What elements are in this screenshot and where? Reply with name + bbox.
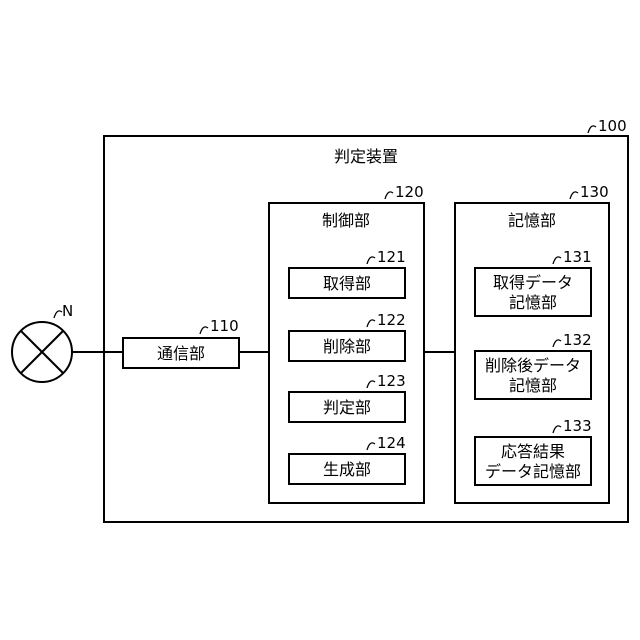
communication-ref: 110 <box>210 317 239 335</box>
control-unit-label: 判定部 <box>323 398 371 417</box>
storage-unit-ref: 132 <box>563 331 592 349</box>
control-unit-label: 削除部 <box>323 337 371 356</box>
control-title: 制御部 <box>322 211 370 230</box>
storage-unit-line2: 記憶部 <box>509 376 557 395</box>
control-ref: 120 <box>395 183 424 201</box>
communication-label: 通信部 <box>157 344 205 363</box>
device-title: 判定装置 <box>334 147 398 166</box>
control-unit-label: 取得部 <box>323 274 371 293</box>
storage-unit-line1: 応答結果 <box>501 442 565 461</box>
device-ref: 100 <box>598 117 627 135</box>
storage-unit-line2: データ記憶部 <box>485 462 581 481</box>
control-unit-ref: 124 <box>377 434 406 452</box>
storage-ref: 130 <box>580 183 609 201</box>
network-label-leader <box>54 311 62 318</box>
storage-unit-ref: 131 <box>563 248 592 266</box>
network-node <box>12 322 72 382</box>
storage-unit-ref: 133 <box>563 417 592 435</box>
device-ref-leader <box>588 126 596 133</box>
control-unit-ref: 121 <box>377 248 406 266</box>
control-unit-label: 生成部 <box>323 460 371 479</box>
control-unit-ref: 123 <box>377 372 406 390</box>
storage-unit-line1: 削除後データ <box>485 356 581 375</box>
storage-title: 記憶部 <box>508 211 556 230</box>
network-label: N <box>62 302 73 320</box>
storage-unit-line2: 記憶部 <box>509 293 557 312</box>
storage-unit-line1: 取得データ <box>493 273 573 292</box>
control-unit-ref: 122 <box>377 311 406 329</box>
